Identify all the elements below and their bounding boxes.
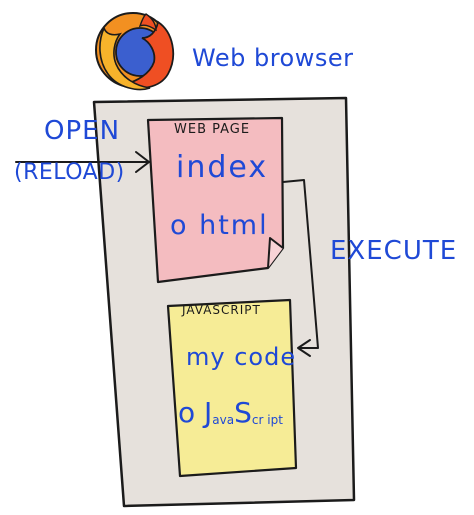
browser-title: Web browser: [192, 44, 354, 72]
webpage-filename: index: [176, 150, 269, 185]
execute-label: EXECUTE: [330, 236, 458, 266]
webpage-note: [146, 116, 285, 284]
javascript-extension: o JavaScr ipt: [178, 396, 283, 429]
javascript-filename: my code: [186, 343, 297, 371]
reload-label: (RELOAD): [14, 160, 125, 185]
webpage-extension: o html: [170, 210, 269, 241]
webpage-note-fold: [267, 237, 284, 269]
firefox-icon: [95, 12, 175, 91]
open-arrow: [15, 151, 151, 173]
js-ext-mid: S: [234, 396, 252, 429]
js-ext-sub1: ava: [212, 413, 235, 427]
javascript-note: [166, 298, 298, 478]
javascript-header: JAVASCRIPT: [182, 303, 261, 317]
open-label: OPEN: [44, 116, 121, 146]
webpage-header: WEB PAGE: [174, 122, 251, 137]
js-ext-prefix: o J: [178, 396, 213, 429]
js-ext-sub2: cr ipt: [251, 413, 283, 427]
execute-arrow: [282, 179, 319, 357]
